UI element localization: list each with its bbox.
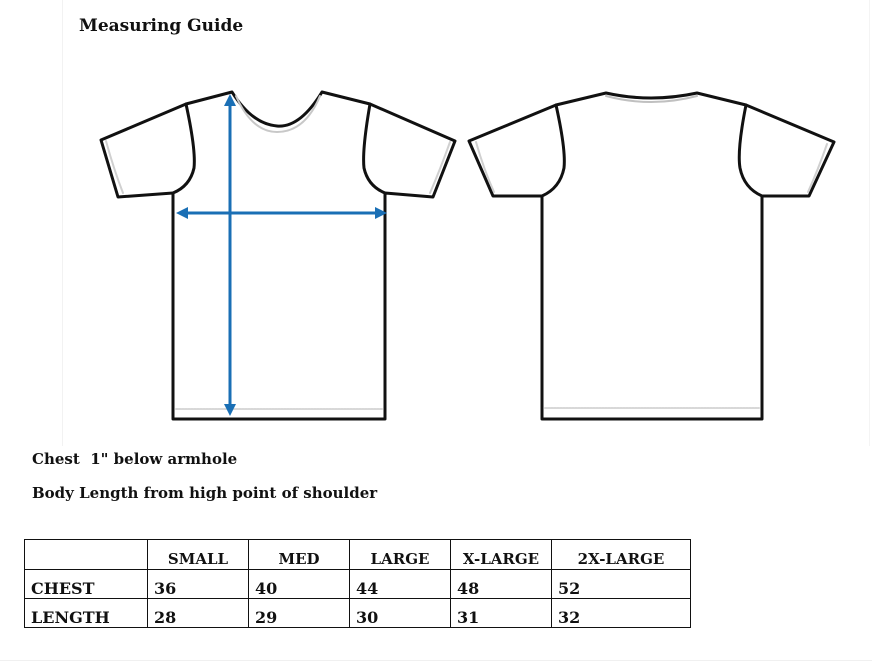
table-cell: 31 — [450, 598, 552, 628]
table-cell: 48 — [450, 569, 552, 599]
table-cell: 32 — [551, 598, 691, 628]
chest-note: Chest 1" below armhole — [32, 450, 238, 468]
table-cell: 30 — [349, 598, 451, 628]
page-title: Measuring Guide — [79, 16, 244, 36]
guide-panel — [62, 0, 870, 446]
row-label: CHEST — [24, 569, 148, 599]
measurement-notes: Chest 1" below armhole Body Length from … — [32, 449, 377, 517]
header-cell-med: MED — [248, 539, 350, 570]
table-cell: 44 — [349, 569, 451, 599]
header-cell-large: LARGE — [349, 539, 451, 570]
table-cell: 36 — [147, 569, 249, 599]
row-label: LENGTH — [24, 598, 148, 628]
header-cell-2xlarge: 2X-LARGE — [551, 539, 691, 570]
divider — [0, 660, 872, 661]
table-row-length: LENGTH 28 29 30 31 32 — [24, 598, 691, 628]
header-cell-empty — [24, 539, 148, 570]
table-cell: 29 — [248, 598, 350, 628]
table-row-chest: CHEST 36 40 44 48 52 — [24, 569, 691, 599]
t-shirt-illustrations — [99, 90, 836, 421]
table-cell: 52 — [551, 569, 691, 599]
table-cell: 40 — [248, 569, 350, 599]
header-cell-xlarge: X-LARGE — [450, 539, 552, 570]
t-shirt-front-icon — [99, 90, 457, 421]
table-header-row: SMALL MED LARGE X-LARGE 2X-LARGE — [24, 539, 691, 570]
header-cell-small: SMALL — [147, 539, 249, 570]
length-note: Body Length from high point of shoulder — [32, 484, 378, 502]
size-chart-table: SMALL MED LARGE X-LARGE 2X-LARGE CHEST 3… — [24, 539, 691, 628]
measurement-arrows — [176, 94, 387, 416]
table-cell: 28 — [147, 598, 249, 628]
t-shirt-back-icon — [467, 91, 836, 421]
